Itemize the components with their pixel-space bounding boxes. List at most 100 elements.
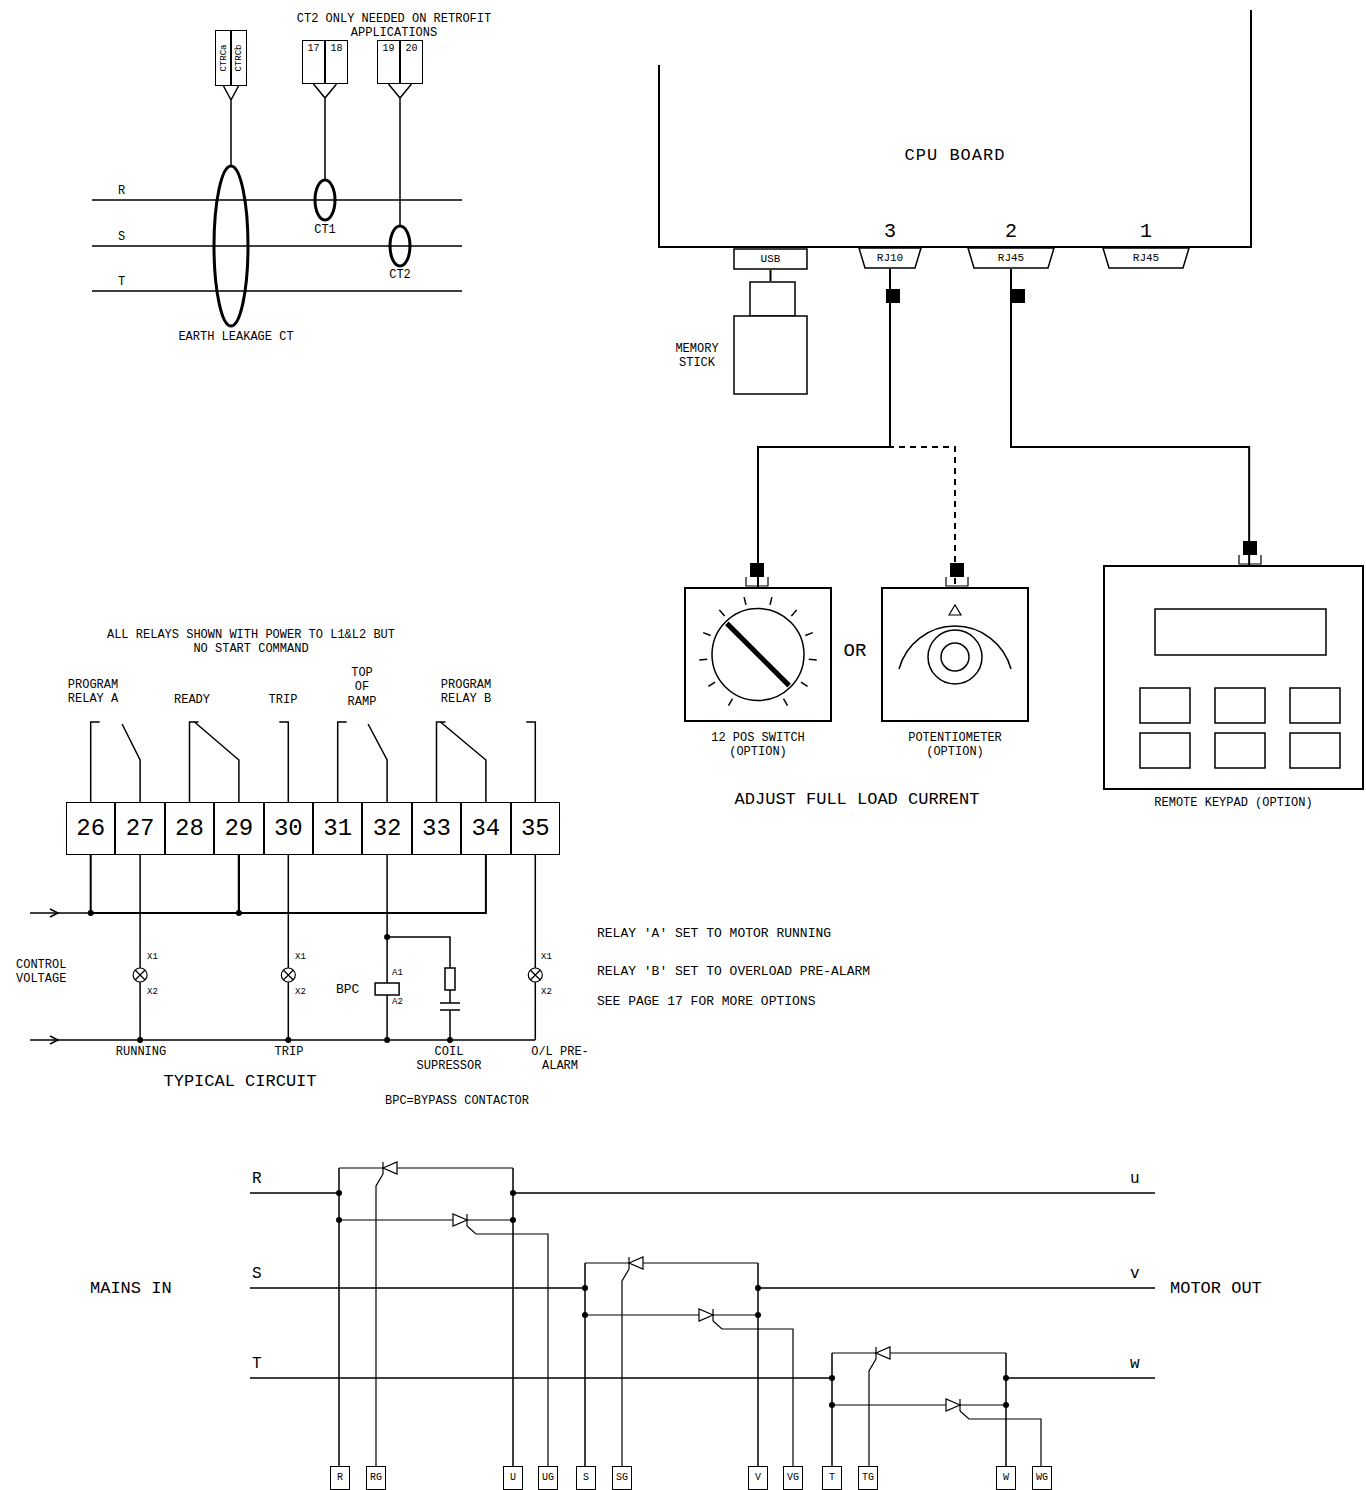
dial-tick	[809, 659, 817, 661]
relay-blade	[441, 722, 486, 802]
connector	[91, 855, 239, 913]
node-label: RG	[370, 1472, 382, 1484]
keypad-button	[1215, 733, 1265, 768]
relay-terminal: 29	[214, 802, 263, 855]
label: CT1	[305, 223, 345, 237]
label: RELAY 'A' SET TO MOTOR RUNNING	[597, 926, 831, 942]
relay-contact	[91, 722, 100, 802]
control-return-line	[30, 1039, 535, 1041]
busbar	[339, 1168, 513, 1466]
thyristor-bar	[466, 1214, 467, 1226]
potentiometer: POTENTIOMETER (OPTION)	[881, 587, 1029, 722]
port-outline	[734, 249, 807, 269]
node-label: 30	[274, 815, 303, 843]
node-label: VG	[787, 1472, 799, 1484]
busbar	[585, 1263, 758, 1466]
gate-lead	[869, 1359, 876, 1466]
usb-port: USB	[733, 248, 808, 270]
node-label: CPU BOARD	[905, 146, 1006, 166]
relay-contact	[437, 722, 446, 802]
node-label: SG	[616, 1472, 628, 1484]
node-label: 17	[307, 43, 319, 55]
node-label: S	[583, 1472, 589, 1484]
cpu-board-outline	[659, 10, 1251, 247]
suppressor-wire	[387, 937, 460, 1040]
label: T	[252, 1355, 262, 1374]
node-shape	[686, 589, 834, 724]
dial-pointer	[727, 623, 789, 685]
keypad-screen	[1155, 609, 1326, 655]
power-terminal: WG	[1032, 1466, 1052, 1490]
dial-tick	[703, 633, 710, 636]
label: X2	[147, 987, 158, 998]
junction-dot	[336, 1190, 342, 1196]
lamp-wire	[288, 855, 290, 1040]
junction-dot	[829, 1375, 835, 1381]
phase-line	[250, 1377, 1155, 1379]
relay-terminal: 33	[412, 802, 461, 855]
label: EARTH LEAKAGE CT	[176, 330, 296, 344]
node-label: POTENTIOMETER (OPTION)	[897, 732, 1013, 760]
thyristor-bar	[875, 1347, 876, 1359]
keypad-button	[1290, 733, 1340, 768]
junction-dot	[336, 1217, 342, 1223]
thyristor	[876, 1347, 890, 1359]
label: R	[252, 1170, 262, 1189]
lamp-cross	[530, 970, 540, 980]
relay-terminal: 30	[264, 802, 313, 855]
label: COIL SUPRESSOR	[409, 1045, 489, 1074]
label: A1	[392, 968, 403, 979]
dial	[712, 609, 804, 701]
node-label: REMOTE KEYPAD (OPTION)	[1075, 797, 1366, 811]
gate-lead	[960, 1411, 1041, 1466]
junction-dot	[285, 1037, 291, 1043]
thyristor	[629, 1257, 643, 1269]
power-terminal: UG	[538, 1466, 558, 1490]
node-label: CTRCb	[233, 44, 243, 71]
label: T	[118, 275, 125, 289]
indicator-lamp	[133, 968, 147, 982]
node-label: R	[337, 1472, 343, 1484]
node-label: 34	[471, 815, 500, 843]
label: OR	[835, 640, 875, 663]
relay-terminal: 34	[461, 802, 510, 855]
thyristor-branch	[585, 1263, 758, 1315]
connector	[1011, 269, 1249, 565]
relay-contact	[279, 722, 288, 802]
dial-tick	[719, 610, 724, 616]
label: TRIP	[264, 1045, 314, 1059]
stick-plug	[750, 282, 795, 316]
node-label: MEMORY STICK	[667, 343, 727, 371]
label: SEE PAGE 17 FOR MORE OPTIONS	[597, 994, 815, 1010]
relay-terminal: 32	[362, 802, 411, 855]
dial-tick	[801, 682, 808, 686]
keypad-button	[1290, 688, 1340, 723]
cpu-board: CPU BOARD	[659, 65, 1251, 247]
relay-contact	[338, 722, 347, 802]
dial-tick	[744, 597, 746, 605]
supply-arrow	[50, 909, 58, 917]
power-terminal: V	[748, 1466, 768, 1490]
connector	[770, 270, 772, 281]
label: MAINS IN	[90, 1279, 172, 1299]
port-number: 1	[1102, 220, 1190, 243]
relay-terminal: 35	[511, 802, 560, 855]
label: TOP OF RAMP	[342, 666, 382, 709]
stick-body	[734, 316, 807, 394]
selector-switch: 12 POS SWITCH (OPTION)	[684, 587, 832, 722]
rj-port: 3RJ10	[858, 247, 922, 269]
node-label: 35	[521, 815, 550, 843]
node-label: WG	[1036, 1472, 1048, 1484]
label: CONTROL VOLTAGE	[16, 958, 86, 987]
label: CT2	[380, 268, 420, 282]
port-outline	[968, 248, 1054, 268]
ct1-coil	[315, 180, 335, 220]
node-label: U	[510, 1472, 516, 1484]
thyristor-bar	[712, 1309, 713, 1321]
memory-stick: MEMORY STICK	[733, 281, 808, 395]
relay-contact	[190, 722, 199, 802]
ct2-coil	[390, 226, 410, 266]
junction-dot	[582, 1312, 588, 1318]
node-label: T	[829, 1472, 835, 1484]
